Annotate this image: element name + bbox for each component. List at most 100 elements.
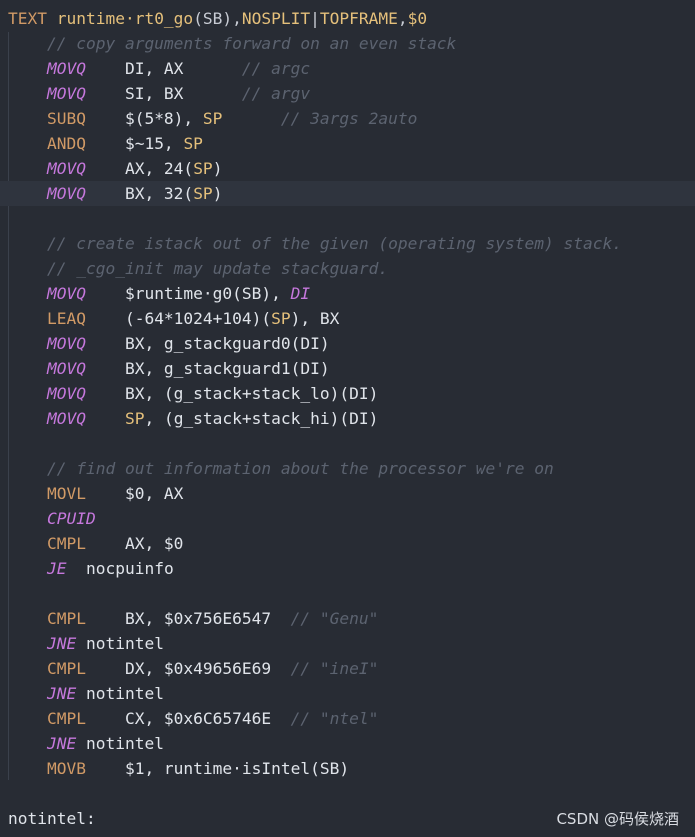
code-token-plain (86, 534, 125, 553)
code-line[interactable]: MOVQ BX, 32(SP) (0, 181, 695, 206)
code-token-reg: BX, (g_stack+stack_lo)(DI) (124, 384, 379, 403)
code-line[interactable]: MOVL $0, AX (0, 481, 695, 506)
code-token-reg: AX, $0 (124, 534, 184, 553)
code-token-plain (271, 659, 291, 678)
code-token-cmt: // find out information about the proces… (46, 459, 554, 478)
code-token-punc: (SB), (193, 9, 242, 28)
code-token-cmt: // "ineI" (290, 659, 379, 678)
code-token-plain (8, 159, 47, 178)
code-token-reg: $0, AX (124, 484, 184, 503)
code-token-plain (8, 84, 47, 103)
code-token-plain (8, 584, 18, 603)
code-token-plain (8, 409, 47, 428)
code-line[interactable]: MOVQ BX, g_stackguard1(DI) (0, 356, 695, 381)
code-token-plain (8, 284, 47, 303)
code-line[interactable]: // find out information about the proces… (0, 456, 695, 481)
code-line[interactable]: CMPL BX, $0x756E6547 // "Genu" (0, 606, 695, 631)
code-token-opi: CPUID (46, 509, 96, 528)
code-token-opi: MOVQ (46, 159, 86, 178)
code-line[interactable]: notintel: (0, 806, 695, 831)
code-token-sym: runtime·rt0_go (56, 9, 194, 28)
code-line[interactable]: // copy arguments forward on an even sta… (0, 31, 695, 56)
code-line[interactable]: CPUID (0, 506, 695, 531)
code-line[interactable]: JE nocpuinfo (0, 556, 695, 581)
code-token-plain (8, 459, 47, 478)
code-token-reg: DX, $0x49656E69 (124, 659, 272, 678)
code-token-reg: notintel (85, 684, 164, 703)
code-token-reg: notintel (85, 634, 164, 653)
code-token-plain (86, 309, 125, 328)
code-token-plain (76, 634, 86, 653)
code-token-reg: nocpuinfo (85, 559, 174, 578)
code-token-lbl: notintel: (8, 809, 96, 828)
code-token-plain (222, 109, 280, 128)
code-line[interactable]: MOVQ AX, 24(SP) (0, 156, 695, 181)
code-line[interactable] (0, 581, 695, 606)
code-line[interactable]: SUBQ $(5*8), SP // 3args 2auto (0, 106, 695, 131)
code-token-plain (8, 59, 47, 78)
code-token-reg: ) (212, 184, 223, 203)
code-token-reg: CX, $0x6C65746E (124, 709, 272, 728)
code-token-plain (86, 134, 125, 153)
code-line[interactable] (0, 206, 695, 231)
indent-guide (8, 32, 9, 780)
code-token-plain (86, 359, 125, 378)
code-token-opi: MOVQ (46, 284, 86, 303)
code-token-reg: AX, 24( (124, 159, 194, 178)
code-token-reg: BX, 32( (124, 184, 194, 203)
code-token-plain (8, 384, 47, 403)
code-token-sp: SP (202, 109, 223, 128)
code-token-plain (8, 684, 47, 703)
code-token-cmt: // "ntel" (290, 709, 379, 728)
code-token-sp: SP (193, 159, 213, 178)
code-token-opi: JNE (46, 634, 77, 653)
code-line[interactable]: MOVQ BX, g_stackguard0(DI) (0, 331, 695, 356)
code-token-sp: SP (183, 134, 203, 153)
code-token-plain (86, 609, 125, 628)
code-line[interactable]: CMPL CX, $0x6C65746E // "ntel" (0, 706, 695, 731)
code-token-plain (86, 484, 125, 503)
code-line[interactable]: // _cgo_init may update stackguard. (0, 256, 695, 281)
code-token-reg: (-64*1024+104)( (124, 309, 272, 328)
code-line[interactable]: TEXT runtime·rt0_go(SB),NOSPLIT|TOPFRAME… (0, 6, 695, 31)
code-token-plain (8, 484, 47, 503)
code-token-cmt: // copy arguments forward on an even sta… (46, 34, 457, 53)
code-line[interactable]: LEAQ (-64*1024+104)(SP), BX (0, 306, 695, 331)
code-line[interactable]: MOVQ BX, (g_stack+stack_lo)(DI) (0, 381, 695, 406)
code-token-opi: JE (46, 559, 67, 578)
code-token-plain (86, 384, 125, 403)
code-line[interactable]: JNE notintel (0, 631, 695, 656)
code-token-op: MOVB (46, 759, 86, 778)
code-token-opi: MOVQ (46, 384, 86, 403)
code-line[interactable]: ANDQ $~15, SP (0, 131, 695, 156)
code-token-plain (86, 334, 125, 353)
code-line[interactable]: MOVQ SI, BX // argv (0, 81, 695, 106)
code-token-plain (8, 259, 47, 278)
code-token-plain (86, 59, 125, 78)
code-token-cmt: // 3args 2auto (280, 109, 418, 128)
code-token-op: SUBQ (46, 109, 86, 128)
code-line[interactable]: MOVB $1, runtime·isIntel(SB) (0, 756, 695, 781)
code-token-plain (8, 759, 47, 778)
code-line[interactable]: JNE notintel (0, 681, 695, 706)
code-token-op: MOVL (46, 484, 86, 503)
watermark: CSDN @码侯烧酒 (556, 810, 679, 828)
code-line[interactable]: MOVQ SP, (g_stack+stack_hi)(DI) (0, 406, 695, 431)
code-token-dir: TEXT (8, 9, 57, 28)
code-line[interactable]: CMPL DX, $0x49656E69 // "ineI" (0, 656, 695, 681)
code-token-reg: BX, g_stackguard0(DI) (124, 334, 330, 353)
code-line[interactable]: MOVQ DI, AX // argc (0, 56, 695, 81)
code-token-reg: SI, BX (124, 84, 184, 103)
code-line[interactable]: // create istack out of the given (opera… (0, 231, 695, 256)
code-line[interactable]: MOVQ $runtime·g0(SB), DI (0, 281, 695, 306)
code-line[interactable]: CMPL AX, $0 (0, 531, 695, 556)
code-token-opi: MOVQ (46, 59, 86, 78)
code-line[interactable] (0, 781, 695, 806)
code-line[interactable]: JNE notintel (0, 731, 695, 756)
code-token-reg: DI, AX (124, 59, 184, 78)
code-token-op: CMPL (46, 709, 86, 728)
code-token-plain (183, 59, 241, 78)
code-line[interactable] (0, 431, 695, 456)
code-token-plain (8, 434, 18, 453)
